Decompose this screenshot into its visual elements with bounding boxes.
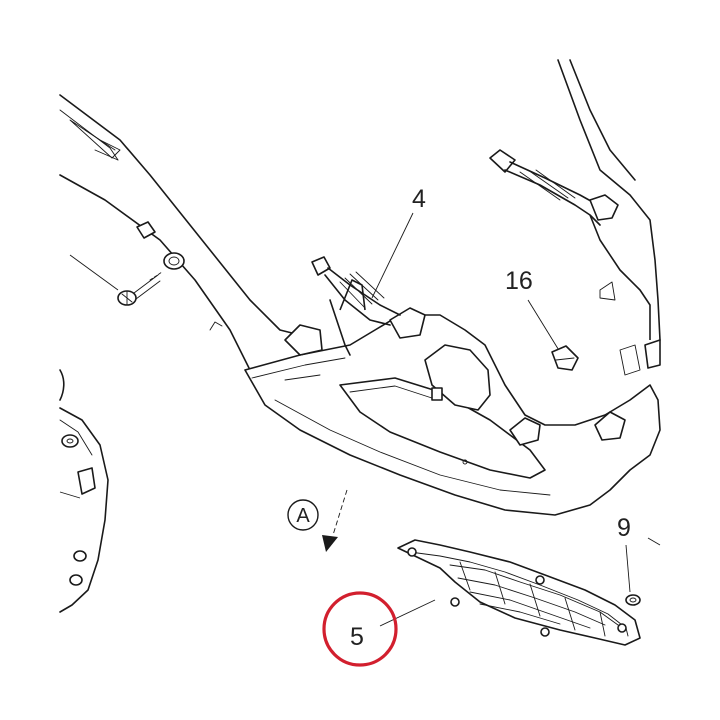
left-frame-arm [59, 94, 301, 371]
leader-part-5 [379, 599, 436, 627]
left-side-panel [59, 369, 109, 613]
callout-part-4: 4 [412, 185, 426, 213]
callout-part-5: 5 [350, 623, 364, 651]
right-frame-arm [489, 59, 661, 376]
highlight-circle [322, 591, 398, 667]
front-fairing-part [244, 256, 661, 516]
leader-part-4 [371, 212, 414, 299]
view-a-circle [287, 499, 319, 531]
callout-part-16: 16 [505, 267, 533, 295]
callout-part-9: 9 [617, 514, 631, 542]
view-a-label: A [296, 505, 310, 527]
clip-icon [527, 299, 579, 371]
view-a-indicator: A [287, 489, 348, 552]
screw-icon [69, 252, 185, 306]
vent-grille-part [397, 539, 641, 646]
nut-icon [625, 537, 661, 606]
